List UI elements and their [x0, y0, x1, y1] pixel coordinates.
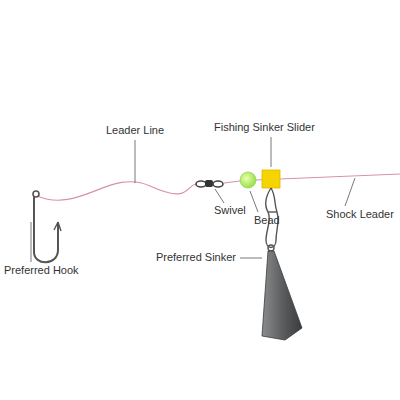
- bead: [240, 172, 256, 188]
- part-label: Fishing Sinker Slider: [214, 121, 315, 134]
- fish-hook: [33, 191, 61, 262]
- leader-line: [37, 182, 196, 201]
- callout-lines: [31, 137, 355, 262]
- sinker-slider: [262, 170, 280, 188]
- part-label: Bead: [254, 214, 280, 227]
- part-label: Swivel: [214, 204, 246, 217]
- part-label: Shock Leader: [326, 208, 394, 221]
- part-label: Preferred Sinker: [156, 251, 236, 264]
- part-label: Leader Line: [106, 124, 164, 137]
- part-label: Preferred Hook: [4, 264, 79, 277]
- swivel: [196, 180, 223, 187]
- sinker: [262, 245, 302, 340]
